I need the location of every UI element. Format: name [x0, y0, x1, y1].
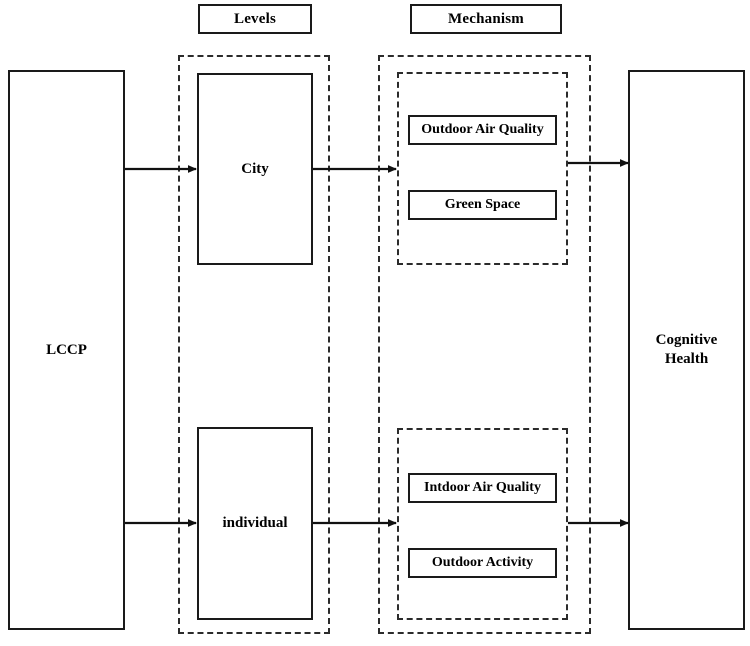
cognitive-health-box: Cognitive Health — [628, 70, 745, 630]
mechanism-green-space: Green Space — [408, 190, 557, 220]
level-box-individual: individual — [197, 427, 313, 620]
lccp-box: LCCP — [8, 70, 125, 630]
cognitive-health-label-line1: Cognitive — [655, 332, 718, 349]
mechanism-outdoor-air-quality: Outdoor Air Quality — [408, 115, 557, 145]
levels-dashed-container — [178, 55, 330, 634]
level-box-city: City — [197, 73, 313, 265]
mechanism-outdoor-activity: Outdoor Activity — [408, 548, 557, 578]
mechanism-dashed-container — [378, 55, 591, 634]
mechanism-intdoor-air-quality: Intdoor Air Quality — [408, 473, 557, 503]
cognitive-health-label-line2: Health — [664, 351, 709, 367]
mechanism-group-city — [397, 72, 568, 265]
header-levels: Levels — [198, 4, 312, 34]
header-mechanism: Mechanism — [410, 4, 562, 34]
mechanism-group-individual — [397, 428, 568, 620]
